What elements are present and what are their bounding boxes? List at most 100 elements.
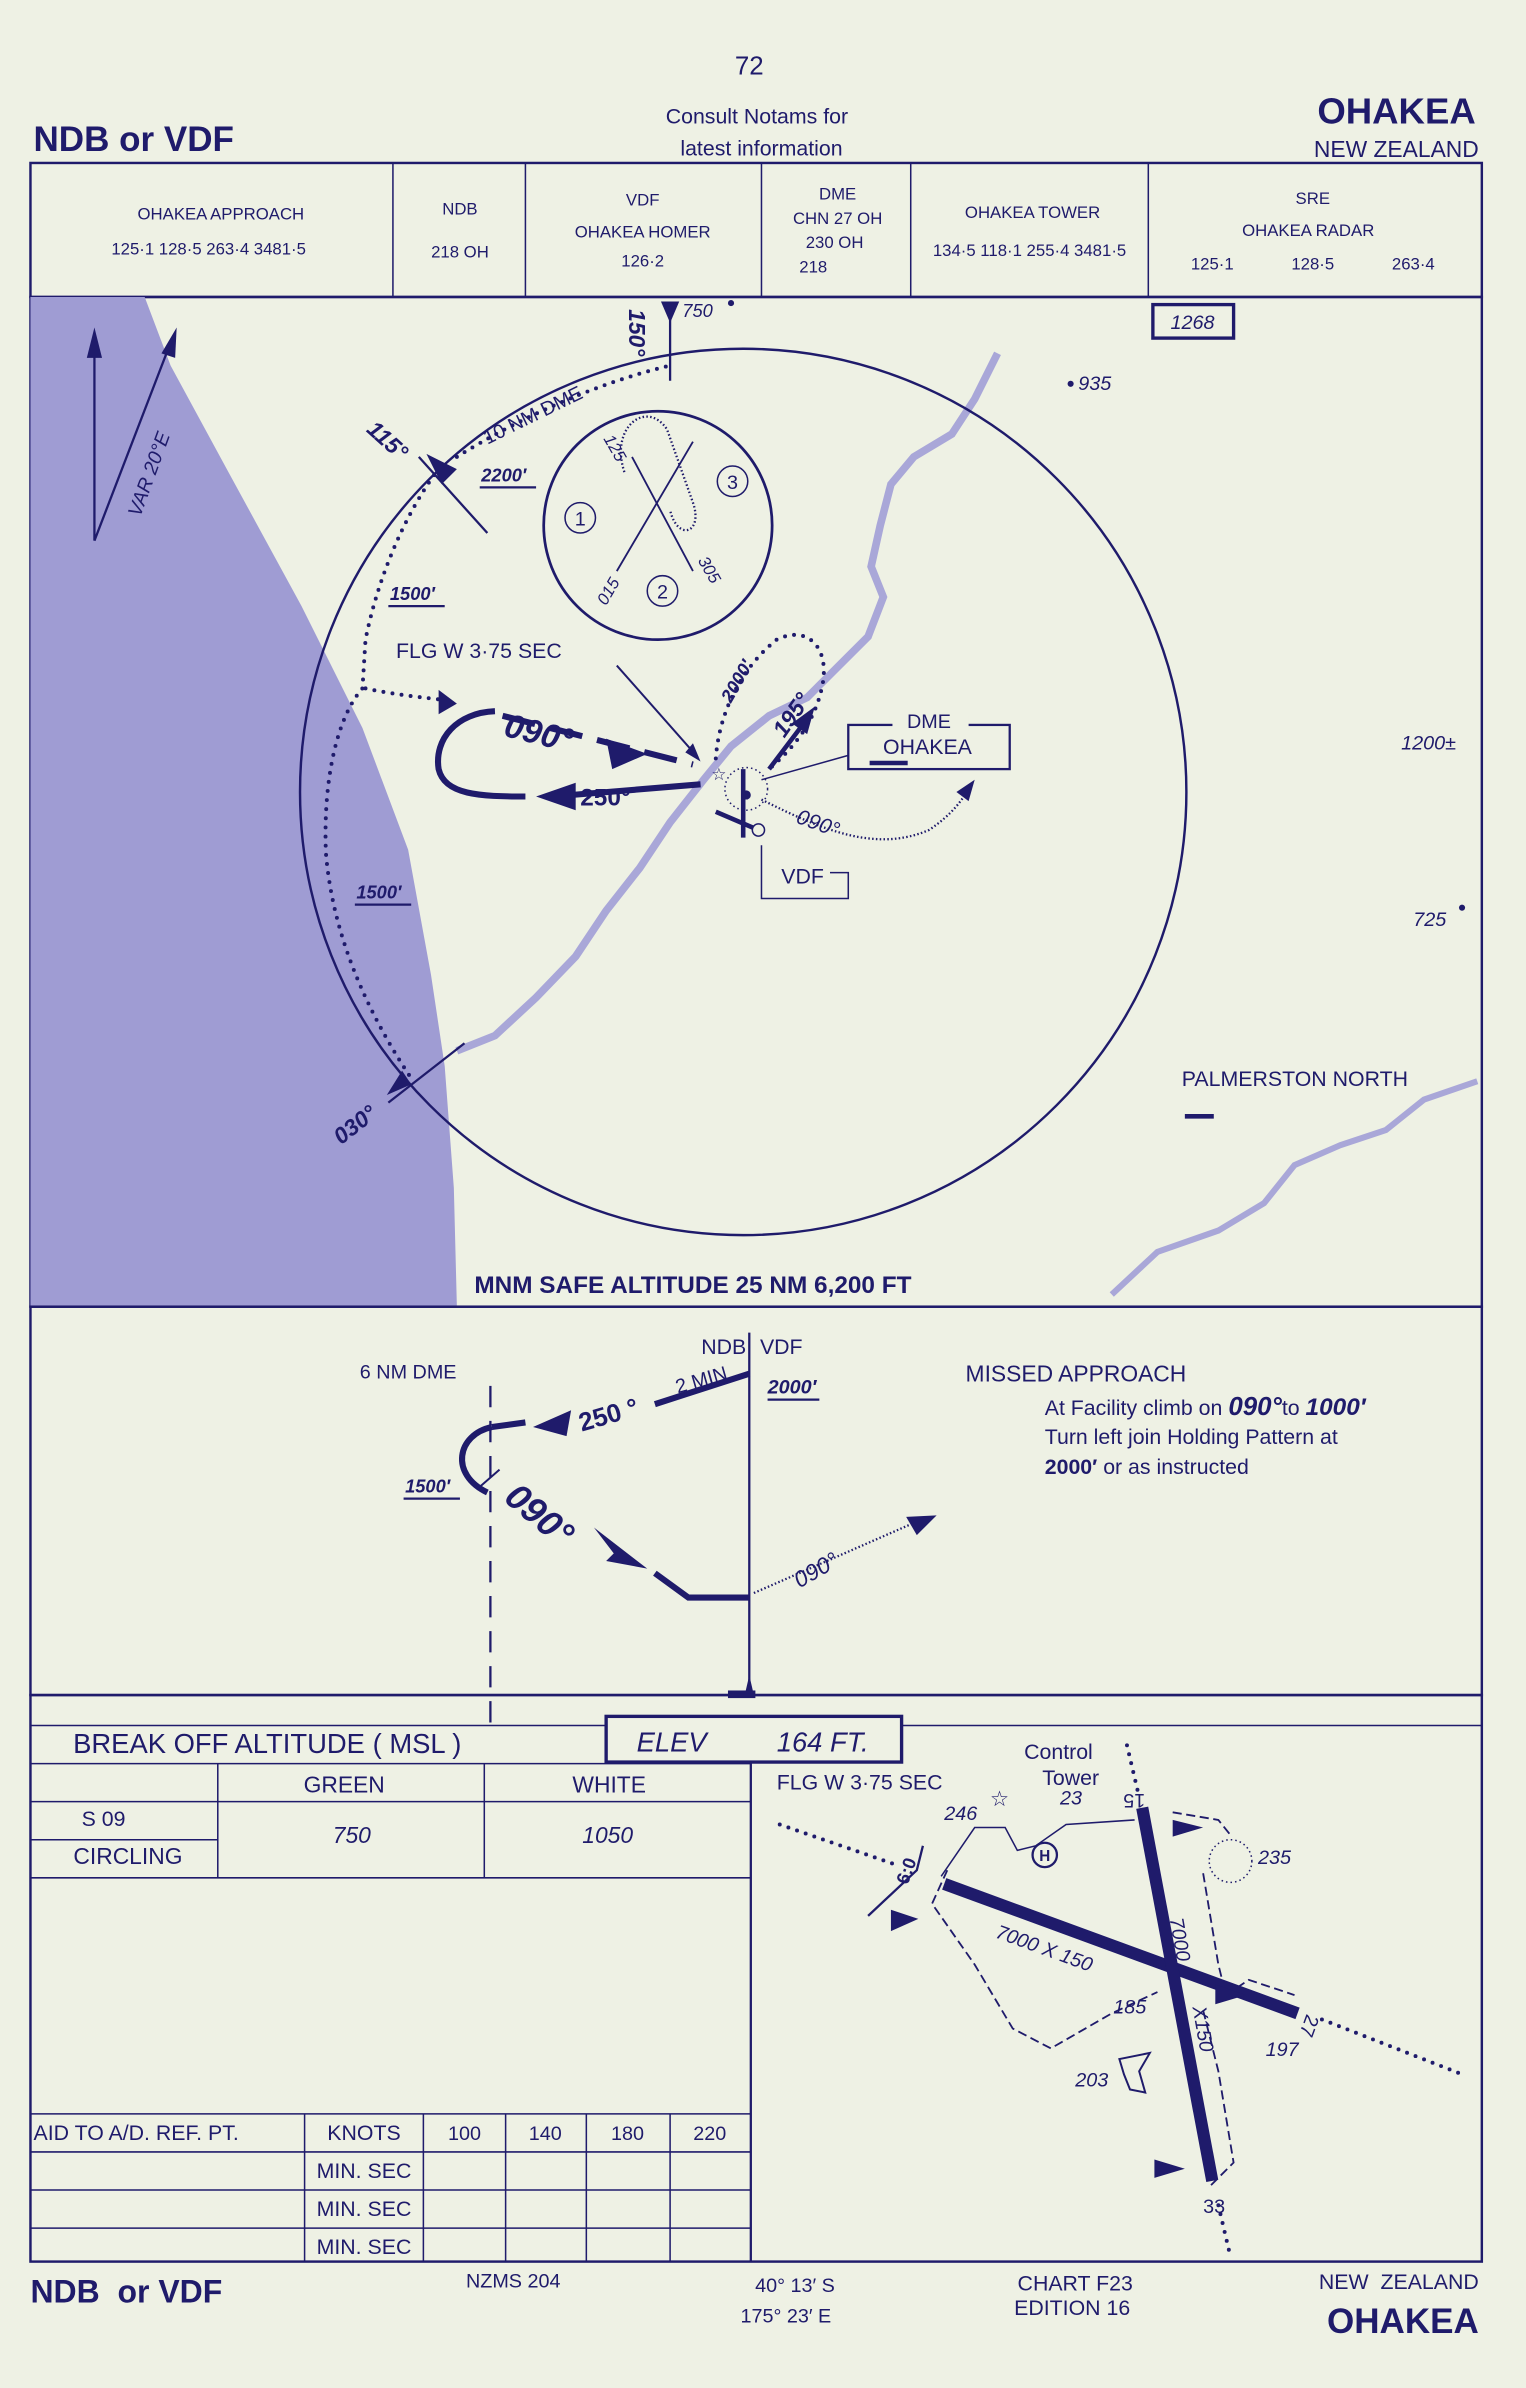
missed-approach-line-3: 2000′ or as instructed xyxy=(1045,1455,1249,1479)
column-green: GREEN xyxy=(304,1772,385,1798)
altitude-1500-south: 1500′ xyxy=(356,882,403,903)
svg-text:H: H xyxy=(1039,1848,1050,1865)
plan-view: VAR 20°E 1 2 3 125 015 305 xyxy=(29,295,1484,1308)
elevation-1268: 1268 xyxy=(1170,312,1214,334)
speed-220: 220 xyxy=(693,2123,726,2145)
missed-approach-line-1: At Facility climb on 090°to 1000′ xyxy=(1045,1393,1367,1421)
aid-timing-table: AID TO A/D. REF. PT. KNOTS 100 140 180 2… xyxy=(30,2113,751,2262)
elevation-label: ELEV xyxy=(637,1726,710,1757)
holding-entry-1: 1 xyxy=(575,508,586,530)
freq-vdf-name: VDF xyxy=(626,191,660,210)
freq-vdf-station: OHAKEA HOMER xyxy=(575,223,711,242)
holding-hdg-305: 305 xyxy=(694,553,725,587)
break-off-table: BREAK OFF ALTITUDE ( MSL ) ELEV 164 FT. … xyxy=(29,1693,1484,2263)
freq-sre-station: OHAKEA RADAR xyxy=(1242,221,1374,240)
runway-33-label: 33 xyxy=(1203,2196,1225,2218)
holding-entry-2: 2 xyxy=(657,582,668,604)
page-number: 72 xyxy=(735,53,764,81)
obstacle-203: 203 xyxy=(1074,2069,1108,2091)
control-tower-label-2: Tower xyxy=(1042,1766,1099,1790)
freq-sre-value-3: 263·4 xyxy=(1392,255,1435,274)
freq-ndb-name: NDB xyxy=(442,200,477,219)
holding-hdg-015: 015 xyxy=(593,574,624,608)
footer-map-ref: NZMS 204 xyxy=(466,2270,561,2292)
facility-label-vdf: VDF xyxy=(760,1335,803,1359)
river xyxy=(455,351,1001,1055)
heading-250-outbound: 250° xyxy=(580,785,630,812)
footer-latitude: 40° 13′ S xyxy=(755,2275,835,2297)
svg-text:☆: ☆ xyxy=(711,765,726,784)
freq-tower-name: OHAKEA TOWER xyxy=(965,203,1100,222)
speed-140: 140 xyxy=(529,2123,562,2145)
green-value: 750 xyxy=(333,1822,371,1848)
runway-15-label: 15 xyxy=(1123,1789,1145,1811)
elevation-750: 750 xyxy=(682,300,712,321)
minimum-safe-altitude: MNM SAFE ALTITUDE 25 NM 6,200 FT xyxy=(474,1272,911,1299)
notams-notice-2: latest information xyxy=(680,136,842,160)
aid-label: AID TO A/D. REF. PT. xyxy=(34,2121,239,2145)
freq-sre-name: SRE xyxy=(1296,189,1330,208)
elevation-1200: 1200± xyxy=(1401,732,1456,754)
altitude-2000-holding: 2000′ xyxy=(716,655,758,707)
freq-tower-values: 134·5 118·1 255·4 3481·5 xyxy=(933,241,1126,260)
white-value: 1050 xyxy=(582,1822,633,1848)
obstacle-235: 235 xyxy=(1257,1847,1292,1869)
airport-symbol-icon: ☆ xyxy=(711,765,769,838)
break-off-title: BREAK OFF ALTITUDE ( MSL ) xyxy=(73,1728,461,1759)
freq-sre-value-1: 125·1 xyxy=(1191,255,1234,274)
runway-27-label: 27 xyxy=(1294,2012,1322,2040)
facility-label-ndb: NDB xyxy=(701,1335,746,1359)
profile-view: 6 NM DME NDB VDF 2 MIN 2000′ 250 ° 1500′… xyxy=(29,1305,1484,1726)
airport-name: OHAKEA xyxy=(1317,90,1475,131)
profile-procedure-turn xyxy=(459,1424,493,1496)
altitude-1500-north: 1500′ xyxy=(390,583,437,604)
obstacle-23: 23 xyxy=(1059,1788,1082,1810)
altitude-2200: 2200′ xyxy=(480,464,528,485)
missed-approach-line-2: Turn left join Holding Pattern at xyxy=(1045,1425,1338,1449)
dme-box-name: OHAKEA xyxy=(883,735,973,759)
town-label: PALMERSTON NORTH xyxy=(1182,1067,1408,1091)
footer-chart-number: CHART F23 xyxy=(1018,2272,1133,2296)
sea-area xyxy=(30,296,457,1307)
obstacle-185: 185 xyxy=(1113,1996,1147,2018)
freq-ndb-values: 218 OH xyxy=(431,242,489,261)
footer-country: NEW ZEALAND xyxy=(1319,2270,1479,2294)
min-sec-row-1: MIN. SEC xyxy=(317,2159,412,2183)
min-sec-row-2: MIN. SEC xyxy=(317,2197,412,2221)
holding-hdg-125: 125 xyxy=(600,431,631,465)
dme-site-icon xyxy=(1208,1838,1253,1884)
terminal-building-icon xyxy=(1118,2051,1152,2094)
aerodrome-light-label: FLG W 3·75 SEC xyxy=(777,1770,943,1794)
freq-dme-ident: 230 OH xyxy=(806,233,864,252)
holding-entry-3: 3 xyxy=(727,472,738,494)
elevation-box xyxy=(604,1714,904,1764)
vdf-box-label: VDF xyxy=(781,864,824,888)
vdf-box xyxy=(760,845,850,900)
heading-090-missed: 090° xyxy=(793,805,843,843)
radial-115-label: 115° xyxy=(362,415,414,465)
missed-approach-title: MISSED APPROACH xyxy=(966,1360,1187,1386)
dme-arc-track xyxy=(454,363,673,459)
profile-heading-090: 090° xyxy=(497,1475,582,1555)
beacon-star-icon: ☆ xyxy=(990,1787,1009,1811)
country-name: NEW ZEALAND xyxy=(1314,136,1479,162)
chart-title: NDB or VDF xyxy=(34,120,234,159)
freq-approach-values: 125·1 128·5 263·4 3481·5 xyxy=(111,239,306,258)
profile-heading-090-missed: 090° xyxy=(789,1547,843,1593)
freq-dme-value: 218 xyxy=(799,258,827,277)
heading-090-inbound: 090° xyxy=(501,707,578,760)
elevation-value: 164 FT. xyxy=(777,1726,869,1757)
obstacle-197: 197 xyxy=(1266,2039,1300,2061)
elevation-1268-box xyxy=(1151,302,1236,340)
dme-fix-label: 6 NM DME xyxy=(360,1361,457,1383)
min-sec-row-3: MIN. SEC xyxy=(317,2235,412,2259)
facility-light-label: FLG W 3·75 SEC xyxy=(396,639,562,663)
profile-altitude-1500: 1500′ xyxy=(405,1475,452,1496)
knots-label: KNOTS xyxy=(327,2121,400,2145)
footer-airport: OHAKEA xyxy=(1327,2302,1479,2341)
frequency-table: OHAKEA APPROACH 125·1 128·5 263·4 3481·5… xyxy=(29,161,1484,299)
control-tower-label-1: Control xyxy=(1024,1740,1093,1764)
row-circling: CIRCLING xyxy=(73,1843,182,1869)
dme-arc-label: 10 NM DME xyxy=(480,382,586,449)
